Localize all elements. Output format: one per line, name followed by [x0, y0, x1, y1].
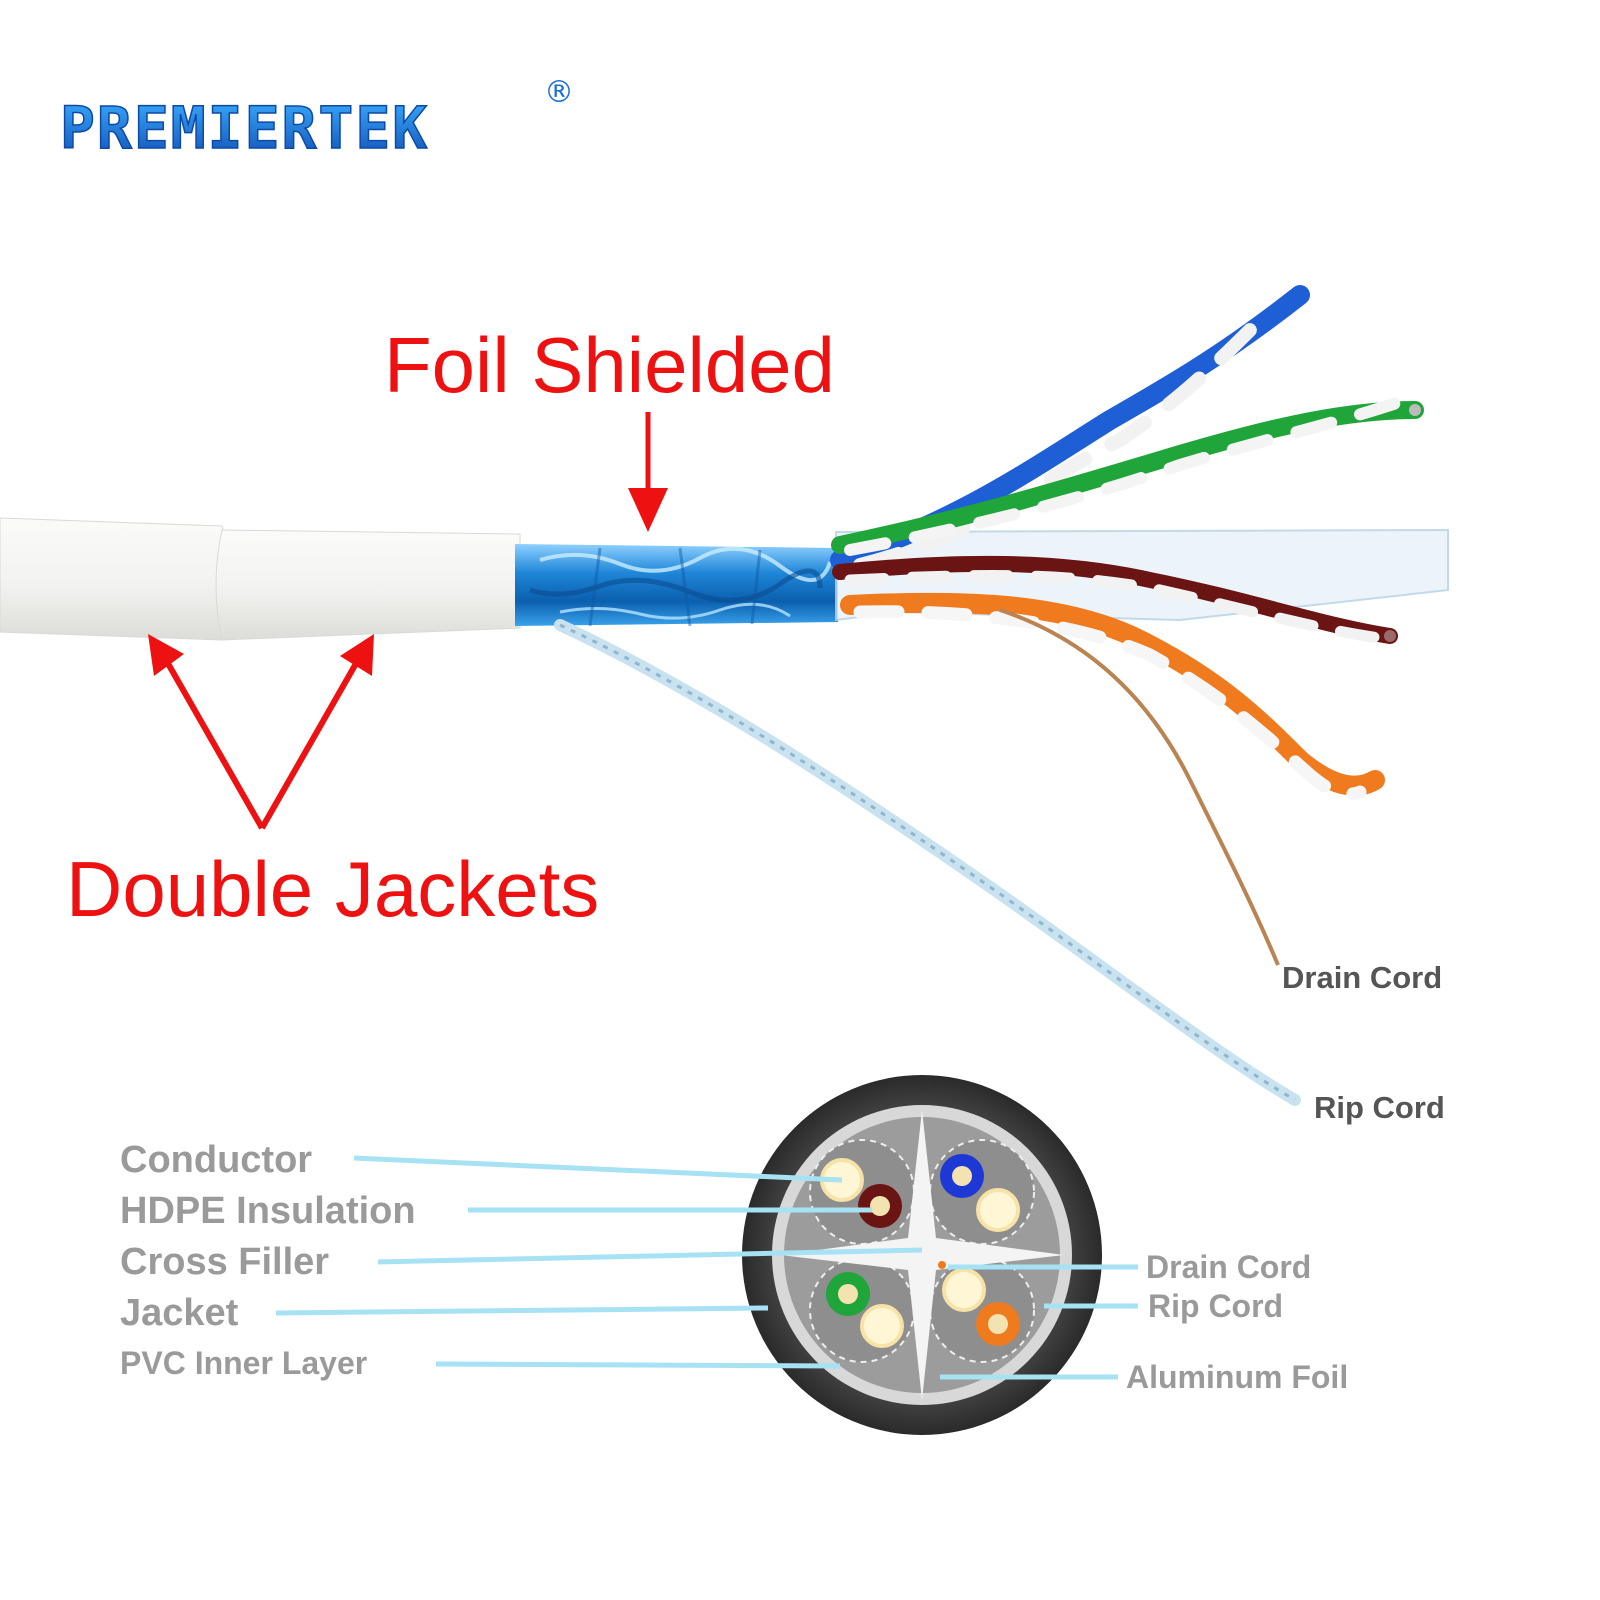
aluminum-foil-label: Aluminum Foil — [1126, 1359, 1348, 1395]
double-jackets-callout: Double Jackets — [66, 634, 599, 933]
arrow-icon — [340, 634, 374, 676]
foil-shielded-label: Foil Shielded — [384, 321, 835, 409]
conductor-white-green — [860, 1304, 904, 1348]
double-jackets-label: Double Jackets — [66, 845, 599, 933]
cross-filler-shape — [780, 1110, 1064, 1400]
rip-cord-label: Rip Cord — [1314, 1090, 1445, 1125]
cable-illustration — [0, 285, 1449, 1106]
hdpe-insulation-label: HDPE Insulation — [120, 1190, 416, 1232]
foil-shielded-callout: Foil Shielded — [384, 321, 835, 532]
jacket-label: Jacket — [120, 1292, 239, 1334]
drain-cord-label: Drain Cord — [1282, 960, 1442, 995]
drain-cord-wire — [999, 608, 1280, 966]
cross-filler-label: Cross Filler — [120, 1241, 329, 1283]
registered-mark: ® — [544, 75, 574, 110]
brown-twisted-pair — [832, 555, 1398, 644]
logo-wordmark: PREMIERTEK — [60, 94, 429, 162]
conductor-white-blue — [976, 1188, 1020, 1232]
cross-section — [742, 1075, 1102, 1435]
conductor-white-orange — [942, 1268, 986, 1312]
pvc-inner-layer-label: PVC Inner Layer — [120, 1345, 367, 1381]
cs-drain-cord-label: Drain Cord — [1146, 1249, 1311, 1285]
cross-section-leaders — [275, 1155, 1138, 1380]
outer-jacket — [0, 517, 231, 641]
foil-shield — [515, 544, 838, 627]
cs-rip-cord-label: Rip Cord — [1148, 1288, 1283, 1324]
arrow-icon — [628, 488, 668, 532]
green-twisted-pair — [831, 389, 1426, 556]
drain-cord-dot — [938, 1261, 946, 1269]
orange-twisted-pair — [840, 592, 1385, 801]
arrow-icon — [148, 634, 184, 676]
rip-cord-wire — [554, 619, 1301, 1106]
premiertek-logo: PREMIERTEK ® — [59, 75, 574, 163]
inner-jacket — [215, 529, 521, 641]
conductor-label: Conductor — [120, 1139, 312, 1181]
